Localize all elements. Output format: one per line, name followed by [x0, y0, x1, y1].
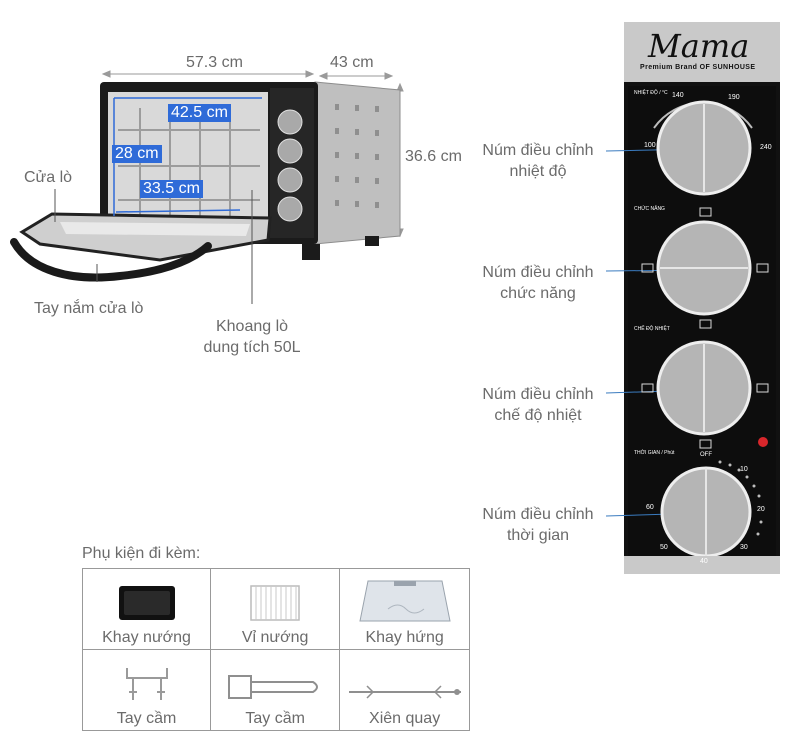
accessory-label: Tay cầm — [116, 710, 177, 727]
accessory-label: Tay cầm — [245, 710, 305, 727]
inner-depth-label: 33.5 cm — [140, 180, 203, 198]
oven-mini-knobs — [277, 109, 303, 222]
timer-tick-50: 50 — [660, 544, 668, 551]
heat-mode-scale-label: CHẾ ĐỘ NHIỆT — [634, 326, 670, 332]
knob-callout-function-line1: Núm điều chỉnh — [482, 264, 594, 281]
accessory-cell: Xiên quay — [339, 649, 470, 731]
knob-callout-timer: Núm điều chỉnh thời gian — [470, 504, 606, 546]
knob-callout-function-line2: chức năng — [500, 285, 576, 302]
accessory-label: Vỉ nướng — [241, 629, 309, 646]
power-indicator-light — [758, 437, 768, 447]
timer-tick-40: 40 — [700, 558, 708, 565]
timer-tick-60: 60 — [646, 504, 654, 511]
knob-callout-function: Núm điều chỉnh chức năng — [470, 262, 606, 304]
depth-label: 43 cm — [330, 54, 374, 71]
oven-racks — [118, 108, 260, 216]
function-scale-label: CHỨC NĂNG — [634, 206, 665, 212]
inner-width-label: 42.5 cm — [168, 104, 231, 122]
drip-tray-icon — [358, 580, 451, 622]
knob-callout-heat-mode-line1: Núm điều chỉnh — [482, 386, 594, 403]
accessories-title: Phụ kiện đi kèm: — [82, 545, 201, 562]
baking-tray-icon — [118, 586, 175, 620]
timer-tick-off: OFF — [700, 452, 712, 458]
temp-tick-190: 190 — [728, 94, 740, 101]
accessory-cell: Khay hứng — [339, 568, 470, 650]
tray-handle-icon — [125, 668, 168, 700]
accessory-label: Khay nướng — [102, 629, 191, 646]
temperature-scale-label: NHIỆT ĐỘ / °C — [634, 90, 668, 96]
cavity-label-line2: dung tích 50L — [203, 339, 301, 356]
timer-tick-10: 10 — [740, 466, 748, 473]
knob-callout-temperature: Núm điều chỉnh nhiệt độ — [470, 140, 606, 182]
temp-tick-100: 100 — [644, 142, 656, 149]
grill-rack-icon — [250, 585, 300, 621]
handle-label: Tay nắm cửa lò — [34, 300, 144, 317]
door-label: Cửa lò — [24, 169, 73, 186]
accessory-label: Xiên quay — [369, 710, 441, 727]
accessory-cell: Tay cầm — [210, 649, 341, 731]
knob-heat-mode — [656, 340, 752, 436]
knob-function — [656, 220, 752, 316]
brand-tagline: Premium Brand OF SUNHOUSE — [640, 64, 756, 71]
cavity-label-line1: Khoang lò — [215, 318, 289, 335]
knob-callout-temperature-line2: nhiệt độ — [509, 163, 567, 180]
accessory-cell: Khay nướng — [81, 568, 212, 650]
rotisserie-spit-icon — [348, 685, 461, 699]
knob-timer — [660, 466, 752, 558]
knob-callout-temperature-line1: Núm điều chỉnh — [482, 142, 594, 159]
knob-callout-heat-mode: Núm điều chỉnh chế độ nhiệt — [470, 384, 606, 426]
knob-temperature — [656, 100, 752, 196]
side-vents — [335, 104, 379, 208]
timer-tick-30: 30 — [740, 544, 748, 551]
accessory-cell: Vỉ nướng — [210, 568, 341, 650]
timer-tick-20: 20 — [757, 506, 765, 513]
accessories-table: Khay nướng Vỉ nướng Khay hứng — [81, 568, 470, 731]
inner-height-label: 28 cm — [112, 145, 162, 163]
temp-tick-240: 240 — [760, 144, 772, 151]
rack-handle-icon — [228, 675, 319, 699]
knob-callout-timer-line2: thời gian — [506, 527, 570, 544]
brand-logo: Mama — [648, 27, 750, 65]
door-handle — [10, 238, 212, 282]
temp-tick-140: 140 — [672, 92, 684, 99]
width-label: 57.3 cm — [186, 54, 243, 71]
height-label: 36.6 cm — [405, 148, 462, 165]
cavity-label: Khoang lò dung tích 50L — [192, 316, 312, 358]
panel-top-plate — [624, 22, 780, 82]
timer-scale-label: THỜI GIAN / Phút — [634, 450, 675, 456]
knob-callout-heat-mode-line2: chế độ nhiệt — [494, 407, 582, 424]
accessory-cell: Tay cầm — [81, 649, 212, 731]
accessory-label: Khay hứng — [365, 629, 444, 646]
knob-callout-timer-line1: Núm điều chỉnh — [482, 506, 594, 523]
